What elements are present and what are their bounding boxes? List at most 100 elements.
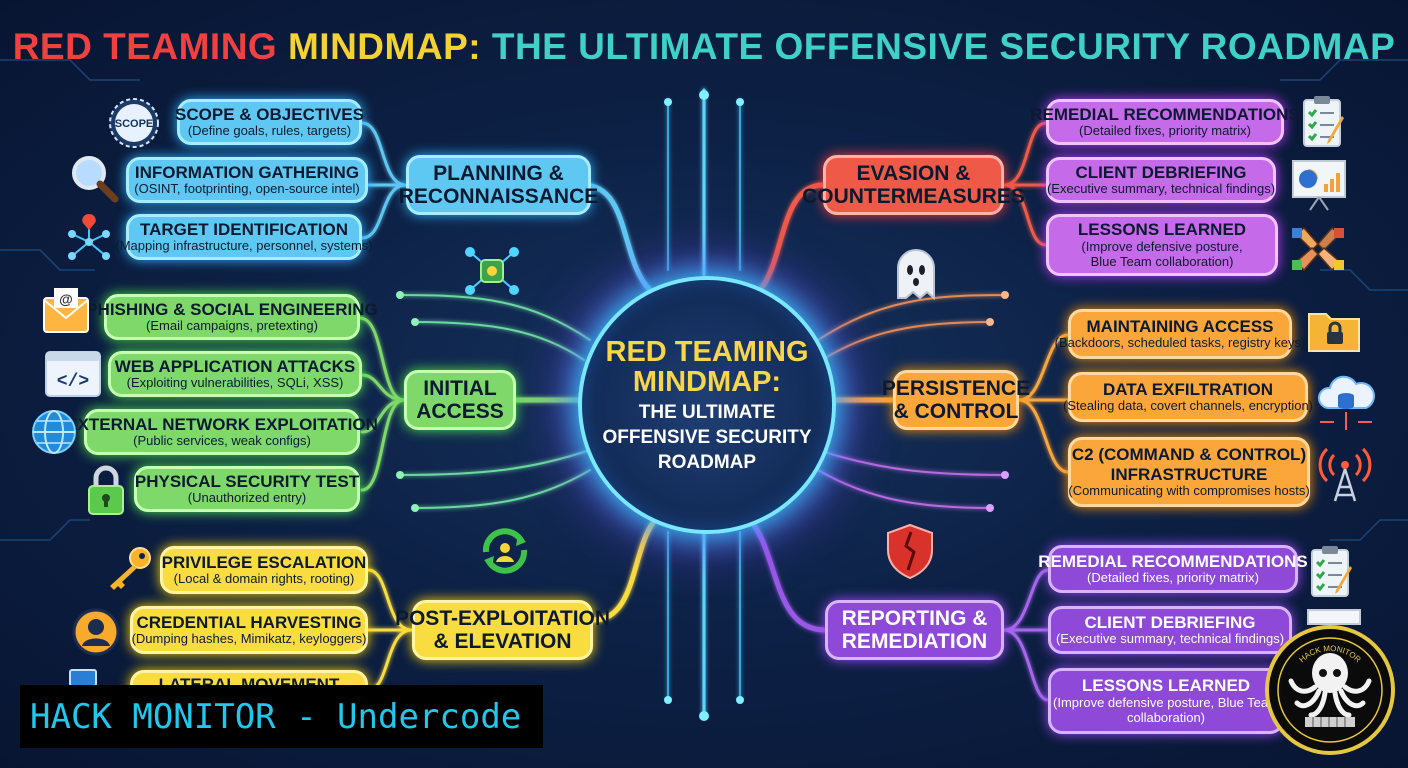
node-title: EXTERNAL NETWORK EXPLOITATION <box>66 414 378 434</box>
sub-connector <box>1002 121 1048 187</box>
branch-planning-reconnaissance: PLANNING & RECONNAISSANCE <box>399 155 598 215</box>
node-external-network-exploitation: EXTERNAL NETWORK EXPLOITATION (Public se… <box>66 409 378 455</box>
node-description: (Local & domain rights, rooting) <box>173 571 355 587</box>
node-description: (Executive summary, technical findings) <box>1055 631 1285 647</box>
center-subtitle-line-2: OFFENSIVE SECURITY <box>602 426 812 448</box>
center-title-line-2: MINDMAP: <box>632 366 782 399</box>
branch-reporting-remediation: REPORTING & REMEDIATION <box>825 600 1004 660</box>
branch-title-line-2: COUNTERMEASURES <box>802 185 1025 208</box>
center-title-line-1: RED TEAMING <box>605 335 809 368</box>
node-title: LESSONS LEARNED <box>1081 676 1251 696</box>
hub-icon <box>462 244 522 298</box>
connector-line <box>817 294 1006 341</box>
node-description: (Exploiting vulnerabilities, SQLi, XSS) <box>126 375 344 391</box>
node-description: (Unauthorized entry) <box>187 490 307 506</box>
node-title: REMEDIAL RECOMMENDATIONS <box>1038 551 1308 571</box>
node-description: (Stealing data, covert channels, encrypt… <box>1062 398 1314 414</box>
node-title: MAINTAINING ACCESS <box>1086 316 1274 336</box>
node-description: (Detailed fixes, priority matrix) <box>1079 123 1251 139</box>
node-description: (Executive summary, technical findings) <box>1046 181 1276 197</box>
branch-connector-evasion <box>757 182 826 293</box>
node-title: PHISHING & SOCIAL ENGINEERING <box>86 299 378 319</box>
ghost-icon <box>892 246 940 304</box>
node-title: CREDENTIAL HARVESTING <box>136 612 362 632</box>
network-map-icon <box>62 212 116 264</box>
node-description: (Mapping infrastructure, personnel, syst… <box>115 238 373 254</box>
presentation-icon <box>1290 158 1348 212</box>
connector-line <box>817 469 991 509</box>
branch-title-line-2: RECONNAISSANCE <box>398 185 599 208</box>
node-web-application-attacks: WEB APPLICATION ATTACKS (Exploiting vuln… <box>108 351 362 397</box>
node-information-gathering: INFORMATION GATHERING (OSINT, footprinti… <box>126 157 368 203</box>
connector-line <box>399 294 591 341</box>
node-description: (Public services, weak configs) <box>133 433 311 449</box>
globe-icon <box>30 408 78 456</box>
node-reporting-lessons-learned: LESSONS LEARNED (Improve defensive postu… <box>1048 668 1284 734</box>
title-part-2: MINDMAP: <box>287 26 482 67</box>
branch-initial-access: INITIAL ACCESS <box>404 370 516 430</box>
octopus-logo-icon: HACK MONITOR <box>1265 625 1395 755</box>
branch-title-line-1: EVASION & <box>856 161 971 185</box>
node-title-line-1: C2 (COMMAND & CONTROL) <box>1071 444 1307 464</box>
scope-badge-icon: SCOPE <box>108 97 160 149</box>
node-title: TARGET IDENTIFICATION <box>139 219 349 239</box>
watermark-banner: HACK MONITOR - Undercode <box>20 685 543 748</box>
code-window-icon: </> <box>44 350 102 398</box>
node-description-line-2: Blue Team collaboration) <box>1090 253 1234 269</box>
node-description: (Backdoors, scheduled tasks, registry ke… <box>1054 335 1306 351</box>
node-credential-harvesting: CREDENTIAL HARVESTING (Dumping hashes, M… <box>130 606 368 654</box>
branch-title-line-1: PLANNING & <box>433 161 564 185</box>
sub-connector <box>1002 568 1050 632</box>
presentation-icon <box>1306 606 1362 626</box>
node-reporting-remedial-recommendations: REMEDIAL RECOMMENDATIONS (Detailed fixes… <box>1038 545 1308 593</box>
node-description: (Define goals, rules, targets) <box>187 123 352 139</box>
node-description: (Detailed fixes, priority matrix) <box>1087 570 1259 586</box>
node-scope-objectives: SCOPE & OBJECTIVES (Define goals, rules,… <box>175 99 364 145</box>
sub-connector <box>360 398 406 492</box>
node-description: (OSINT, footprinting, open-source intel) <box>134 181 360 197</box>
node-title: CLIENT DEBRIEFING <box>1084 612 1256 632</box>
user-icon <box>72 608 120 656</box>
sub-connector <box>360 121 408 187</box>
branch-connector-post <box>590 512 663 623</box>
node-evasion-client-debriefing: CLIENT DEBRIEFING (Executive summary, te… <box>1046 157 1276 203</box>
branch-persistence-control: PERSISTENCE & CONTROL <box>882 370 1030 430</box>
padlock-icon <box>86 464 126 516</box>
sub-connector <box>1017 333 1070 402</box>
branch-post-exploitation: POST-EXPLOITATION & ELEVATION <box>395 600 610 660</box>
watermark-text: HACK MONITOR - Undercode <box>30 696 522 737</box>
branch-title-line-2: & CONTROL <box>893 400 1019 423</box>
branch-title-line-1: POST-EXPLOITATION <box>394 606 611 630</box>
node-title: SCOPE & OBJECTIVES <box>175 104 364 124</box>
branch-connector-reporting <box>742 512 828 633</box>
node-description: (Email campaigns, pretexting) <box>146 318 318 334</box>
node-evasion-remedial-recommendations: REMEDIAL RECOMMENDATIONS (Detailed fixes… <box>1030 99 1300 145</box>
checklist-icon <box>1308 544 1356 598</box>
sub-connector <box>1002 628 1050 702</box>
node-title: DATA EXFILTRATION <box>1103 379 1273 399</box>
branch-title-line-2: ACCESS <box>416 400 504 423</box>
node-title: CLIENT DEBRIEFING <box>1075 162 1247 182</box>
key-icon <box>104 546 154 592</box>
node-reporting-client-debriefing: CLIENT DEBRIEFING (Executive summary, te… <box>1048 606 1292 654</box>
branch-evasion-countermeasures: EVASION & COUNTERMEASURES <box>802 155 1025 215</box>
connector-line <box>414 321 585 361</box>
node-phishing: PHISHING & SOCIAL ENGINEERING (Email cam… <box>86 294 378 340</box>
magnifier-icon <box>68 152 120 204</box>
locked-folder-icon <box>1306 306 1362 354</box>
center-subtitle-line-3: ROADMAP <box>657 452 757 474</box>
node-title: PHYSICAL SECURITY TEST <box>134 471 360 491</box>
checklist-icon <box>1300 94 1348 148</box>
cloud-database-icon <box>1314 372 1378 434</box>
sub-connector <box>1017 398 1070 474</box>
sub-connector <box>358 316 406 402</box>
node-privilege-escalation: PRIVILEGE ESCALATION (Local & domain rig… <box>160 546 368 594</box>
connector-line <box>821 321 991 361</box>
branch-title-line-1: PERSISTENCE <box>881 376 1031 400</box>
page-title: RED TEAMING MINDMAP: THE ULTIMATE OFFENS… <box>0 26 1408 68</box>
node-evasion-lessons-learned: LESSONS LEARNED (Improve defensive postu… <box>1046 214 1278 276</box>
node-title-line-2: INFRASTRUCTURE <box>1110 464 1268 484</box>
node-title: REMEDIAL RECOMMENDATIONS <box>1030 104 1300 124</box>
branch-title-line-2: & ELEVATION <box>433 630 572 653</box>
